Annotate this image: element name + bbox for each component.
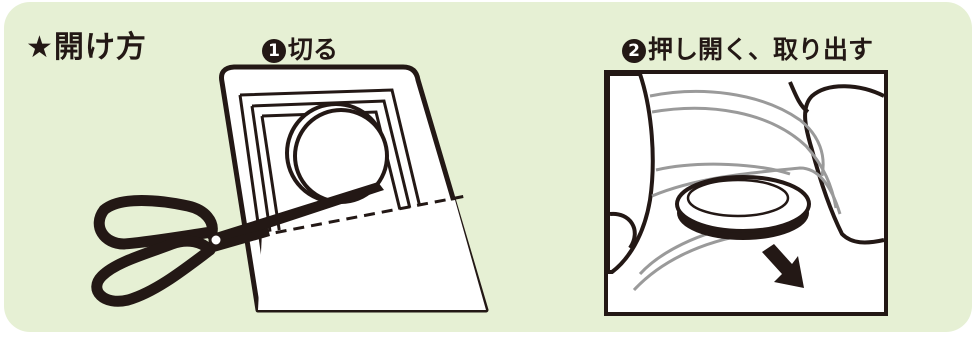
button-battery	[677, 177, 809, 240]
blister-package	[222, 67, 487, 310]
